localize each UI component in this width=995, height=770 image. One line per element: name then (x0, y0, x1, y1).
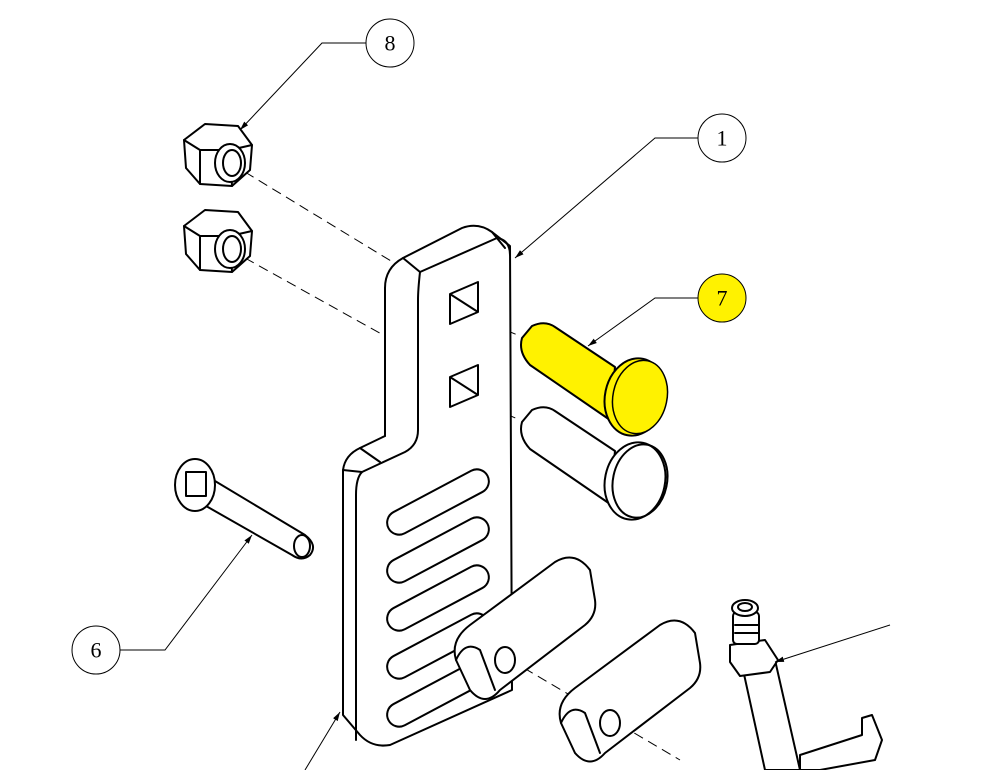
hex-nut-lower (183, 209, 253, 273)
leader-lines (120, 42, 891, 770)
svg-text:8: 8 (385, 31, 396, 56)
svg-text:7: 7 (717, 286, 728, 311)
hex-nut-upper (183, 123, 253, 187)
clevis-pin-highlighted (520, 322, 669, 437)
balloon-7-highlighted: 7 (697, 273, 747, 323)
mount-bracket (799, 714, 883, 770)
balloon-8: 8 (365, 18, 415, 68)
balloon-1: 1 (697, 113, 747, 163)
svg-text:1: 1 (717, 126, 728, 151)
clevis-pin (520, 406, 669, 521)
spacer-block-1 (453, 556, 597, 700)
carriage-bolt (174, 458, 315, 560)
hydraulic-fitting (729, 599, 801, 770)
plate-slots (386, 468, 490, 728)
spacer-block-2 (558, 619, 702, 763)
svg-text:6: 6 (91, 638, 102, 663)
bracket-plate (342, 224, 513, 747)
balloon-6: 6 (71, 625, 121, 675)
